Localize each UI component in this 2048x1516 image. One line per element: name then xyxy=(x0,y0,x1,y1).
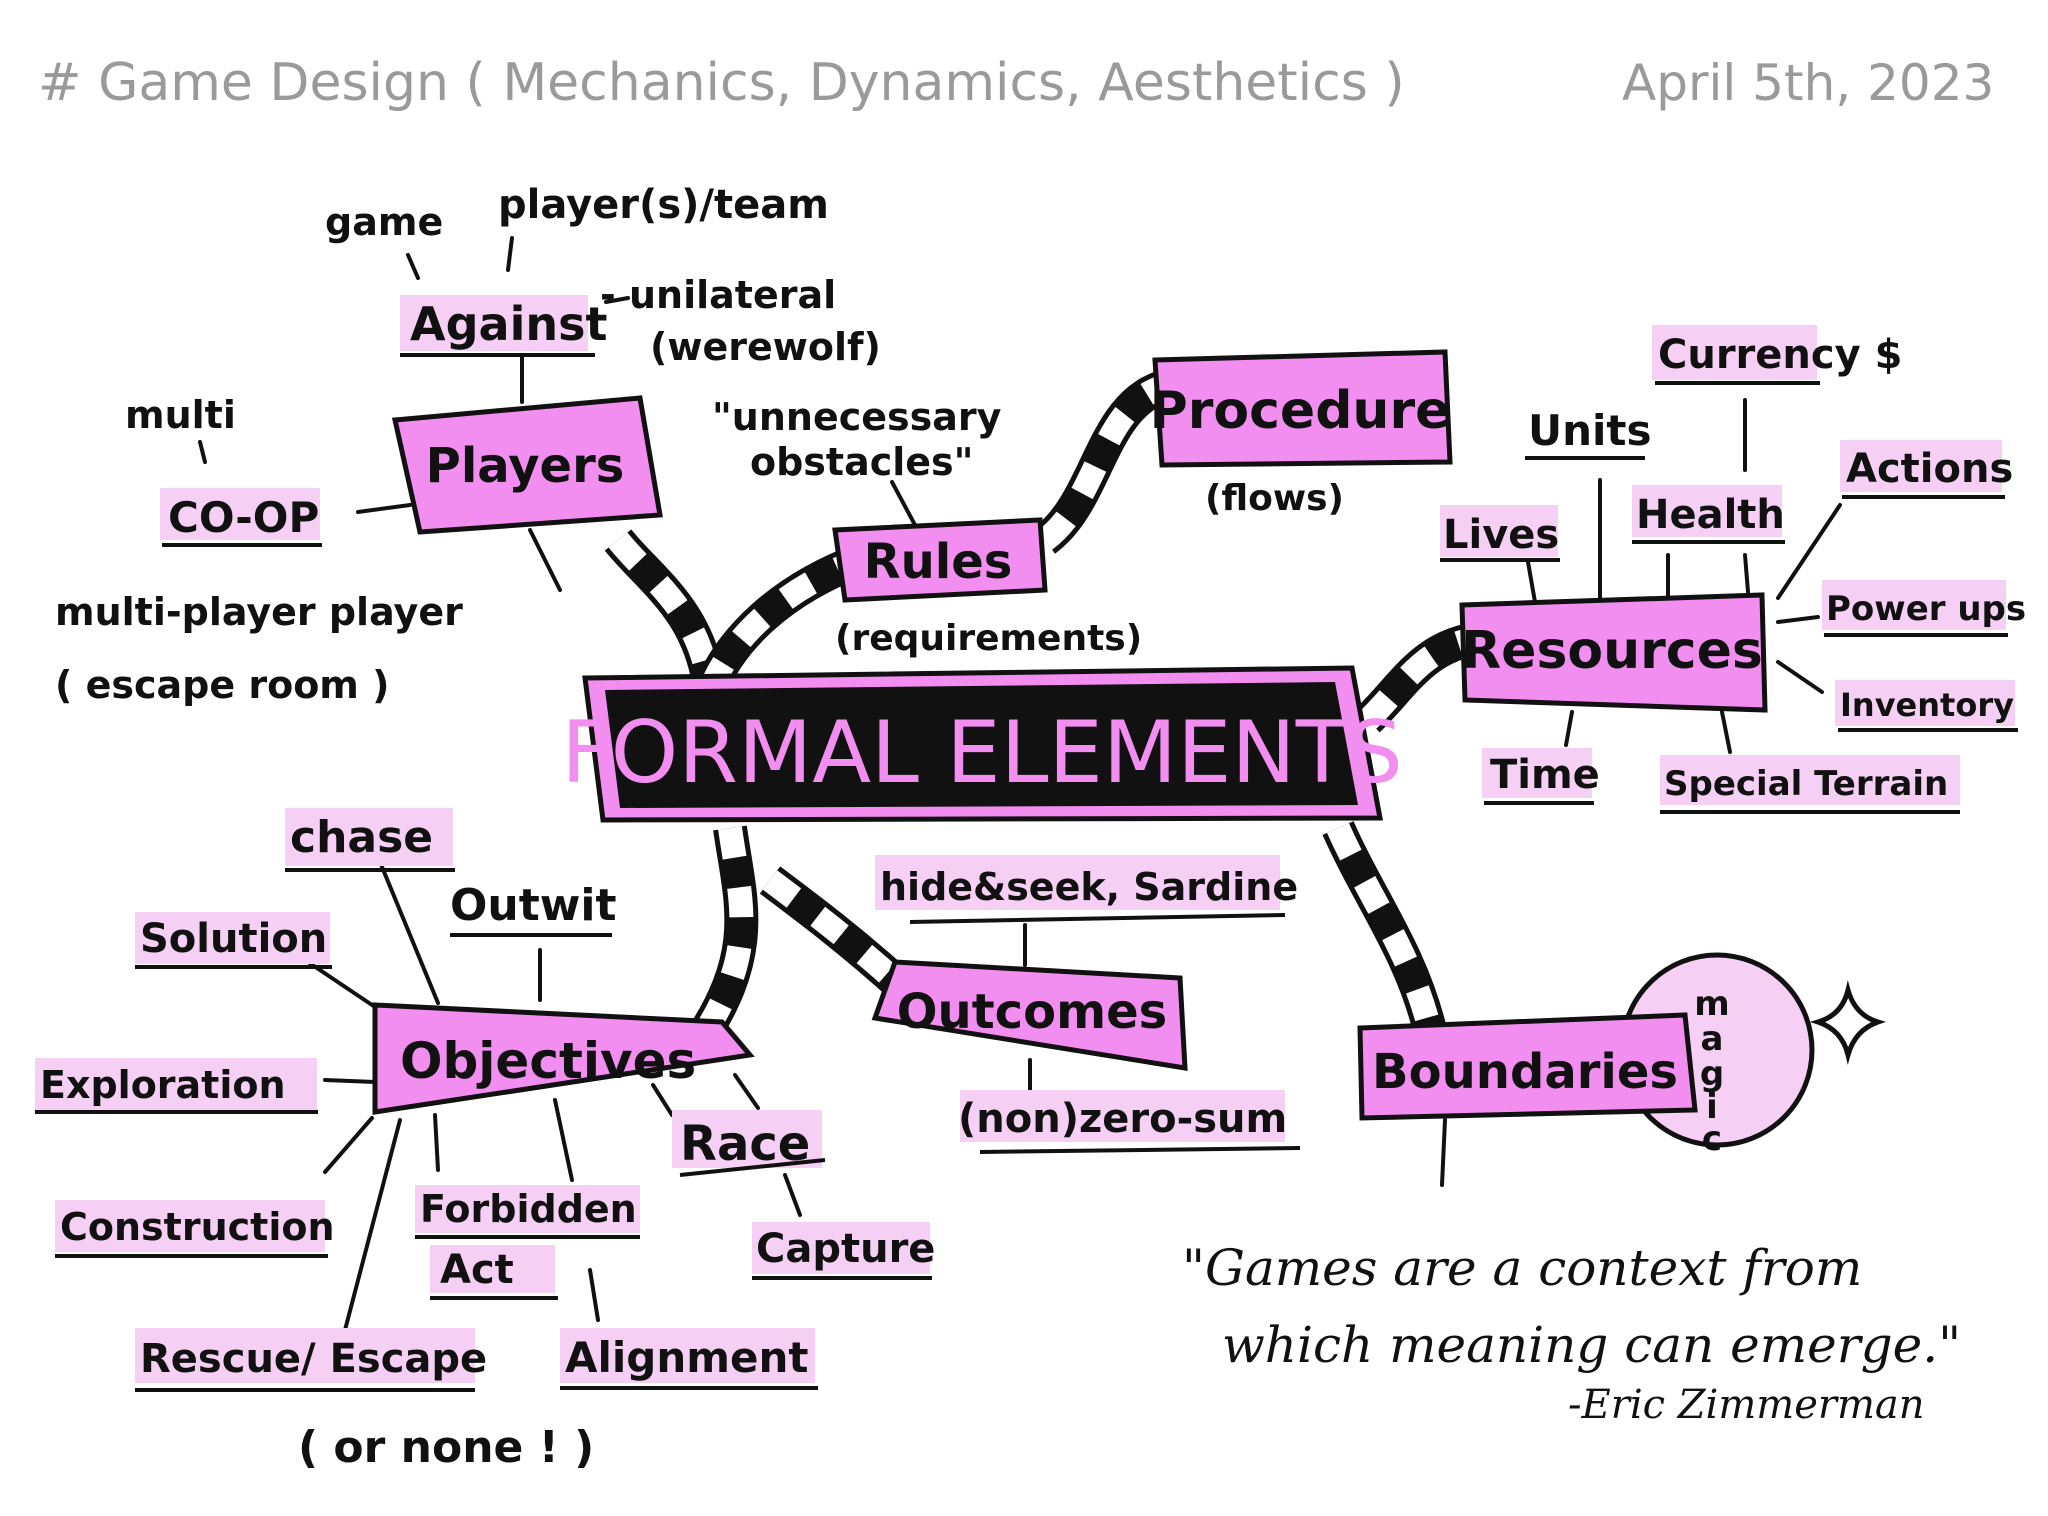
alignment-label: Alignment xyxy=(565,1333,809,1382)
race-underline xyxy=(679,1158,826,1177)
game-label: game xyxy=(325,200,443,244)
ribbon-objectives xyxy=(685,825,759,1050)
capture-highlight xyxy=(752,1222,930,1274)
currency-highlight xyxy=(1652,325,1817,380)
magic-letter-1: m xyxy=(1694,984,1729,1024)
construction-highlight xyxy=(55,1200,325,1252)
hide-seek-underline xyxy=(909,913,1286,924)
hide-seek-label: hide&seek, Sardine xyxy=(880,865,1298,909)
chase-highlight xyxy=(285,808,453,866)
capture-label: Capture xyxy=(756,1226,935,1272)
against-highlight xyxy=(400,295,588,351)
act-highlight xyxy=(430,1245,555,1293)
procedure-node: Procedure xyxy=(1150,349,1453,468)
coop-label: CO-OP xyxy=(168,493,319,542)
lives-label: Lives xyxy=(1443,512,1559,558)
currency-label: Currency $ xyxy=(1658,332,1902,378)
player-team-label: player(s)/team xyxy=(498,182,829,228)
lives-highlight xyxy=(1440,505,1558,557)
unilateral-label: - unilateral xyxy=(600,273,836,317)
ribbon-procedure xyxy=(1034,368,1175,554)
players-label: Players xyxy=(426,438,625,494)
inventory-label: Inventory xyxy=(1840,686,2014,724)
construction-label: Construction xyxy=(60,1205,335,1249)
time-label: Time xyxy=(1490,752,1600,798)
exploration-label: Exploration xyxy=(40,1063,286,1107)
ribbon-outcomes xyxy=(759,866,912,998)
act-label: Act xyxy=(440,1247,514,1293)
rules-note-line1: "unnecessary xyxy=(712,395,1002,439)
objectives-node: Objectives xyxy=(372,1002,755,1115)
alignment-highlight xyxy=(560,1328,815,1383)
inventory-highlight xyxy=(1835,680,2015,726)
magic-letter-2: a xyxy=(1701,1019,1724,1059)
coop-highlight xyxy=(160,488,320,540)
requirements-label: (requirements) xyxy=(835,618,1142,659)
rules-note-line2: obstacles" xyxy=(750,440,973,484)
health-highlight xyxy=(1632,485,1782,537)
flows-label: (flows) xyxy=(1205,478,1344,519)
race-highlight xyxy=(672,1110,822,1168)
boundaries-node: Boundaries xyxy=(1357,1012,1698,1121)
players-node: Players xyxy=(391,395,663,535)
ribbon-resources xyxy=(1356,623,1475,733)
units-label: Units xyxy=(1528,406,1651,455)
page-title: # Game Design ( Mechanics, Dynamics, Aes… xyxy=(38,53,1405,113)
chase-label: chase xyxy=(290,812,433,863)
procedure-label: Procedure xyxy=(1150,381,1451,441)
rules-node: Rules xyxy=(832,517,1048,603)
objectives-label: Objectives xyxy=(400,1032,696,1090)
center-label: FORMAL ELEMENTS xyxy=(561,703,1403,803)
special-terrain-highlight xyxy=(1660,755,1960,805)
zero-sum-underline xyxy=(979,1146,1301,1154)
werewolf-label: (werewolf) xyxy=(650,325,881,369)
outcomes-label: Outcomes xyxy=(897,984,1168,1040)
rules-label: Rules xyxy=(864,534,1013,590)
solution-label: Solution xyxy=(140,916,327,962)
thin-lines xyxy=(198,236,1842,1332)
ribbon-boundaries xyxy=(1322,821,1447,1035)
connectors xyxy=(604,368,1475,1050)
or-none-label: ( or none ! ) xyxy=(298,1422,594,1473)
boundaries-label: Boundaries xyxy=(1372,1044,1678,1100)
magic-letter-4: i xyxy=(1706,1087,1718,1127)
solution-highlight xyxy=(135,912,330,964)
sparkle-icon xyxy=(1809,980,1887,1065)
outcomes-node: Outcomes xyxy=(871,959,1188,1071)
actions-highlight xyxy=(1840,440,2002,492)
rescue-escape-highlight xyxy=(135,1328,475,1383)
power-ups-label: Power ups xyxy=(1826,589,2026,629)
ribbon-players xyxy=(604,529,727,693)
power-ups-highlight xyxy=(1822,580,2006,630)
ribbon-rules xyxy=(694,544,867,697)
rescue-escape-label: Rescue/ Escape xyxy=(140,1336,487,1382)
special-terrain-label: Special Terrain xyxy=(1664,764,1948,804)
exploration-highlight xyxy=(35,1058,317,1110)
resources-node: Resources xyxy=(1459,592,1768,713)
magic-letter-3: g xyxy=(1700,1054,1724,1094)
date-label: April 5th, 2023 xyxy=(1622,54,1994,112)
hide-seek-highlight xyxy=(875,855,1280,910)
escape-room-label: ( escape room ) xyxy=(55,663,390,707)
quote-author: -Eric Zimmerman xyxy=(1568,1382,1925,1428)
actions-label: Actions xyxy=(1846,446,2013,492)
zero-sum-label: (non)zero-sum xyxy=(958,1096,1287,1142)
zero-sum-highlight xyxy=(960,1090,1285,1142)
quote-line-2: which meaning can emerge." xyxy=(1222,1316,1961,1374)
race-label: Race xyxy=(680,1116,810,1172)
resources-label: Resources xyxy=(1461,621,1763,681)
time-highlight xyxy=(1482,748,1592,798)
against-label: Against xyxy=(410,297,607,351)
center-node: FORMAL ELEMENTS xyxy=(561,665,1403,823)
magic-letter-5: c xyxy=(1702,1119,1722,1159)
forbidden-label: Forbidden xyxy=(420,1187,637,1231)
forbidden-highlight xyxy=(415,1185,640,1233)
multi-label: multi xyxy=(125,393,236,437)
health-label: Health xyxy=(1636,492,1785,538)
outwit-label: Outwit xyxy=(450,880,617,931)
quote-line-1: "Games are a context from xyxy=(1182,1239,1862,1297)
multi-player-label: multi-player player xyxy=(55,590,463,634)
